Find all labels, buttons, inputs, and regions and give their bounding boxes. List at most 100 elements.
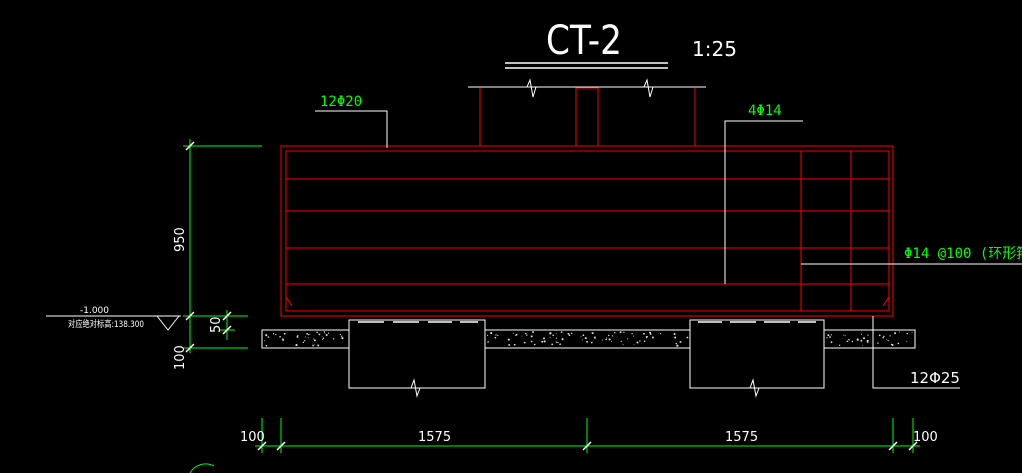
bedding-speckle-dot — [848, 339, 850, 341]
bedding-speckle-dot — [497, 334, 499, 337]
bedding-speckle-dot — [490, 332, 493, 335]
bedding-speckle-dot — [860, 339, 863, 342]
bedding-speckle-dot — [307, 333, 310, 336]
vertical-dimension-lines — [183, 139, 262, 353]
column-stub-outline — [479, 87, 696, 146]
leader-vertical-bars — [724, 120, 803, 284]
bedding-speckle-dot — [323, 331, 326, 333]
dim-height: 950 — [173, 227, 188, 252]
bedding-speckle-dot — [611, 335, 614, 337]
bedding-speckle-dot — [494, 336, 497, 339]
horizontal-dimension-ticks — [257, 441, 918, 451]
bedding-speckle-dot — [322, 337, 325, 339]
bedding-speckle-dot — [643, 332, 645, 335]
bedding-speckle-dot — [631, 333, 633, 335]
bedding-speckle-dot — [264, 340, 266, 342]
pile-left — [348, 319, 486, 389]
bedding-speckle-dot — [863, 337, 865, 340]
bedding-speckle-dot — [530, 340, 533, 343]
bedding-speckle-dot — [265, 344, 268, 347]
bedding-speckle-dot — [341, 335, 343, 337]
bedding-speckle-dot — [267, 336, 270, 338]
bedding-speckle-dot — [297, 335, 299, 337]
bedding-speckle-dot — [608, 338, 611, 341]
bedding-speckle-dot — [302, 341, 305, 344]
bedding-speckle-dot — [645, 335, 648, 338]
bedding-speckle-dot — [282, 339, 284, 341]
break-lines-bottom — [349, 378, 824, 398]
leader-top-bars — [315, 110, 388, 148]
break-lines-top — [517, 78, 662, 98]
bedding-speckle-dot — [883, 335, 885, 338]
bedding-speckle-dot — [898, 331, 900, 333]
bedding-speckle-dot — [313, 339, 316, 342]
bedding-speckle-dot — [590, 341, 593, 344]
bedding-speckle-dot — [532, 331, 535, 334]
bedding-speckle-dot — [846, 340, 849, 343]
bedding-speckle-dot — [867, 334, 869, 336]
bedding-speckle-dot — [591, 332, 594, 335]
bedding-speckle-dot — [512, 332, 514, 334]
bedding-speckle — [264, 331, 913, 347]
bedding-speckle-dot — [526, 334, 528, 336]
bedding-speckle-dot — [830, 334, 832, 336]
bedding-speckle-dot — [851, 340, 854, 343]
bedding-speckle-dot — [272, 333, 275, 335]
bedding-speckle-dot — [327, 332, 330, 334]
dim-bed: 100 — [173, 345, 188, 370]
leader-bottom-bars — [872, 316, 960, 389]
vertical-dimension-ticks — [185, 141, 232, 353]
bedding-speckle-dot — [306, 332, 308, 335]
bedding-speckle-dot — [305, 336, 307, 338]
bedding-speckle-dot — [507, 338, 510, 341]
bedding-speckle-dot — [559, 343, 561, 346]
bedding-speckle-dot — [581, 339, 583, 341]
level-mark — [46, 315, 181, 331]
bedding-speckle-dot — [890, 343, 893, 346]
bedding-speckle-dot — [341, 337, 344, 340]
bedding-speckle-dot — [674, 336, 677, 339]
bedding-speckle-dot — [552, 334, 554, 337]
bedding-speckle-dot — [551, 343, 554, 346]
bedding-speckle-dot — [560, 331, 563, 333]
bedding-speckle-dot — [557, 342, 559, 344]
bedding-speckle-dot — [827, 334, 830, 337]
label-bottom-bars: 12Φ25 — [910, 369, 960, 387]
bedding-speckle-dot — [838, 344, 841, 346]
bedding-speckle-dot — [894, 332, 897, 335]
bar-hooks — [285, 296, 890, 307]
bedding-speckle-dot — [843, 334, 845, 336]
bedding-speckle-dot — [533, 343, 536, 346]
label-top-bars: 12Φ20 — [320, 94, 362, 110]
bedding-speckle-dot — [309, 333, 311, 335]
bedding-speckle-dot — [679, 340, 682, 343]
bedding-speckle-dot — [555, 341, 558, 343]
bedding-speckle-dot — [295, 344, 298, 347]
bedding-speckle-dot — [623, 331, 625, 333]
bedding-speckle-dot — [911, 331, 913, 333]
bedding-speckle-dot — [521, 335, 523, 337]
bedding-speckle-dot — [826, 337, 828, 339]
bedding-speckle-dot — [633, 344, 635, 346]
bedding-speckle-dot — [549, 332, 552, 335]
bedding-speckle-dot — [862, 344, 864, 346]
label-vertical-bars: 4Φ14 — [748, 103, 782, 119]
bedding-speckle-dot — [275, 333, 277, 336]
bedding-speckle-dot — [321, 336, 323, 338]
level-mark-value: -1.000 — [80, 306, 109, 316]
horizontal-bars — [286, 178, 889, 285]
bedding-speckle-dot — [887, 339, 889, 342]
bedding-speckle-dot — [313, 338, 315, 340]
drawing-scale: 1:25 — [692, 37, 737, 61]
bedding-speckle-dot — [487, 341, 489, 343]
bedding-speckle-dot — [886, 338, 888, 340]
bedding-speckle-dot — [313, 343, 315, 345]
bedding-speckle-dot — [283, 332, 286, 335]
bedding-speckle-dot — [659, 333, 662, 335]
bedding-speckle-dot — [543, 340, 546, 343]
bedding-speckle-dot — [523, 341, 526, 344]
bedding-speckle-dot — [619, 331, 622, 334]
stirrup-verticals — [800, 151, 852, 311]
bedding-speckle-dot — [829, 336, 831, 338]
bedding-speckle-dot — [673, 332, 676, 336]
